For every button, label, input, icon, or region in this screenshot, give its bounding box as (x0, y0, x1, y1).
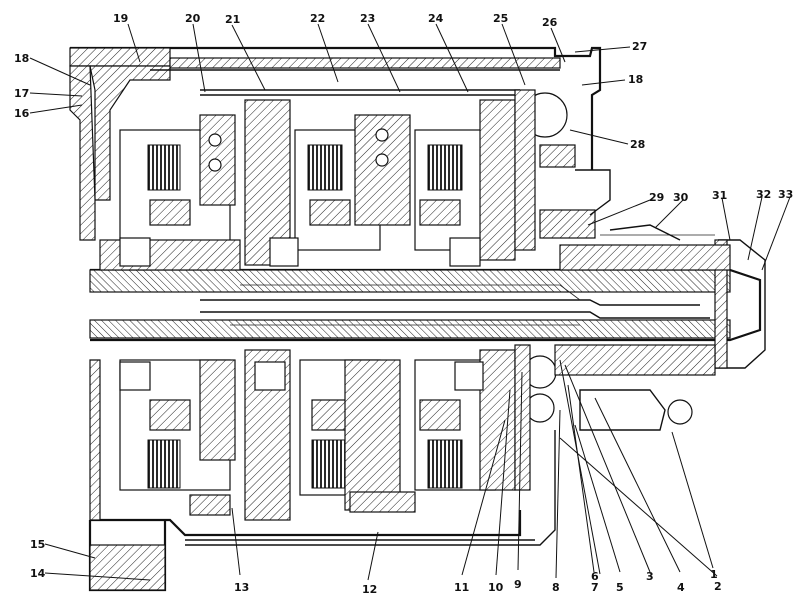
callout-5: 5 (616, 581, 624, 594)
upper-clutch-packs (99, 99, 516, 271)
callout-32: 32 (756, 188, 771, 201)
callout-6: 6 (591, 570, 599, 583)
callout-18-right: 18 (628, 73, 643, 86)
callout-4: 4 (677, 581, 685, 594)
callout-9: 9 (514, 578, 522, 591)
lower-clutch-packs (119, 349, 516, 521)
callout-24: 24 (428, 12, 444, 25)
main-shaft (89, 234, 766, 371)
right-gear-assembly (514, 89, 731, 491)
callout-2: 2 (714, 580, 722, 593)
callout-18-left: 18 (14, 52, 29, 65)
callout-12: 12 (362, 583, 377, 596)
callout-27: 27 (632, 40, 647, 53)
callout-1: 1 (710, 568, 718, 581)
callout-13: 13 (234, 581, 249, 594)
callout-29: 29 (649, 191, 664, 204)
callout-30: 30 (673, 191, 689, 204)
callout-3: 3 (646, 570, 654, 583)
callout-16: 16 (14, 107, 30, 120)
callout-28: 28 (630, 138, 645, 151)
callout-33: 33 (778, 188, 793, 201)
callout-leader-lines (29, 23, 791, 581)
callout-25: 25 (493, 12, 508, 25)
callout-21: 21 (225, 13, 240, 26)
callout-17: 17 (14, 87, 29, 100)
callout-26: 26 (542, 16, 558, 29)
transmission-housing (69, 46, 602, 592)
callout-14: 14 (30, 567, 46, 580)
callout-31: 31 (712, 189, 727, 202)
callout-19: 19 (113, 12, 128, 25)
callout-8: 8 (552, 581, 560, 594)
callout-15: 15 (30, 538, 45, 551)
callout-22: 22 (310, 12, 325, 25)
callout-23: 23 (360, 12, 375, 25)
callout-labels: 19 20 21 22 23 24 25 26 27 18 28 29 30 3… (14, 12, 793, 596)
callout-7: 7 (591, 581, 599, 594)
callout-10: 10 (488, 581, 504, 594)
callout-20: 20 (185, 12, 201, 25)
callout-11: 11 (454, 581, 469, 594)
